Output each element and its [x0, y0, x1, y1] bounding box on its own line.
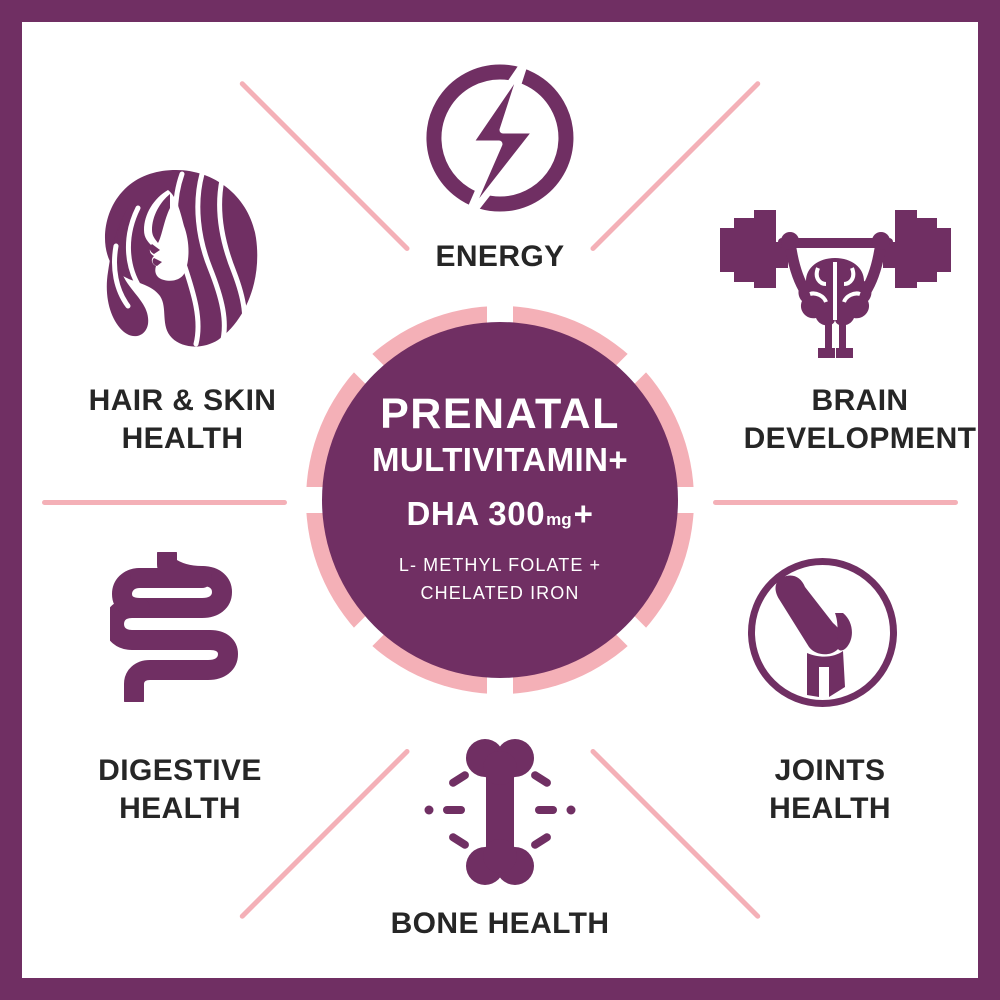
brain-barbell-icon: [718, 196, 953, 364]
feature-label-brain-development: BRAIN DEVELOPMENT: [743, 384, 977, 455]
dha-dose-value: DHA 300: [406, 494, 546, 532]
ingredient-detail: L- METHYL FOLATE + CHELATED IRON: [399, 552, 601, 608]
lightning-bolt-icon: [425, 60, 575, 225]
bone-icon: [415, 735, 585, 890]
divider-line-upper-left: [238, 80, 411, 253]
feature-label-joints-health: JOINTS HEALTH: [769, 754, 891, 825]
ingredient-line-2: CHELATED IRON: [420, 582, 580, 603]
intestine-icon: [110, 552, 265, 702]
feature-label-bone-health: BONE HEALTH: [390, 907, 610, 940]
dha-dose-unit: mg: [546, 509, 572, 529]
knee-joint-icon: [745, 555, 900, 710]
ingredient-line-1: L- METHYL FOLATE +: [398, 555, 602, 576]
dha-dose-plus: +: [573, 494, 594, 532]
product-title: PRENATAL: [380, 390, 620, 439]
divider-line-left-horizontal: [42, 500, 287, 505]
woman-hair-icon: [98, 168, 263, 350]
divider-line-right-horizontal: [713, 500, 958, 505]
feature-label-digestive-health: DIGESTIVE HEALTH: [98, 754, 262, 825]
feature-label-hair-skin-health: HAIR & SKIN HEALTH: [88, 384, 277, 455]
product-subtitle: MULTIVITAMIN+: [371, 440, 629, 478]
feature-label-energy: ENERGY: [435, 240, 565, 273]
